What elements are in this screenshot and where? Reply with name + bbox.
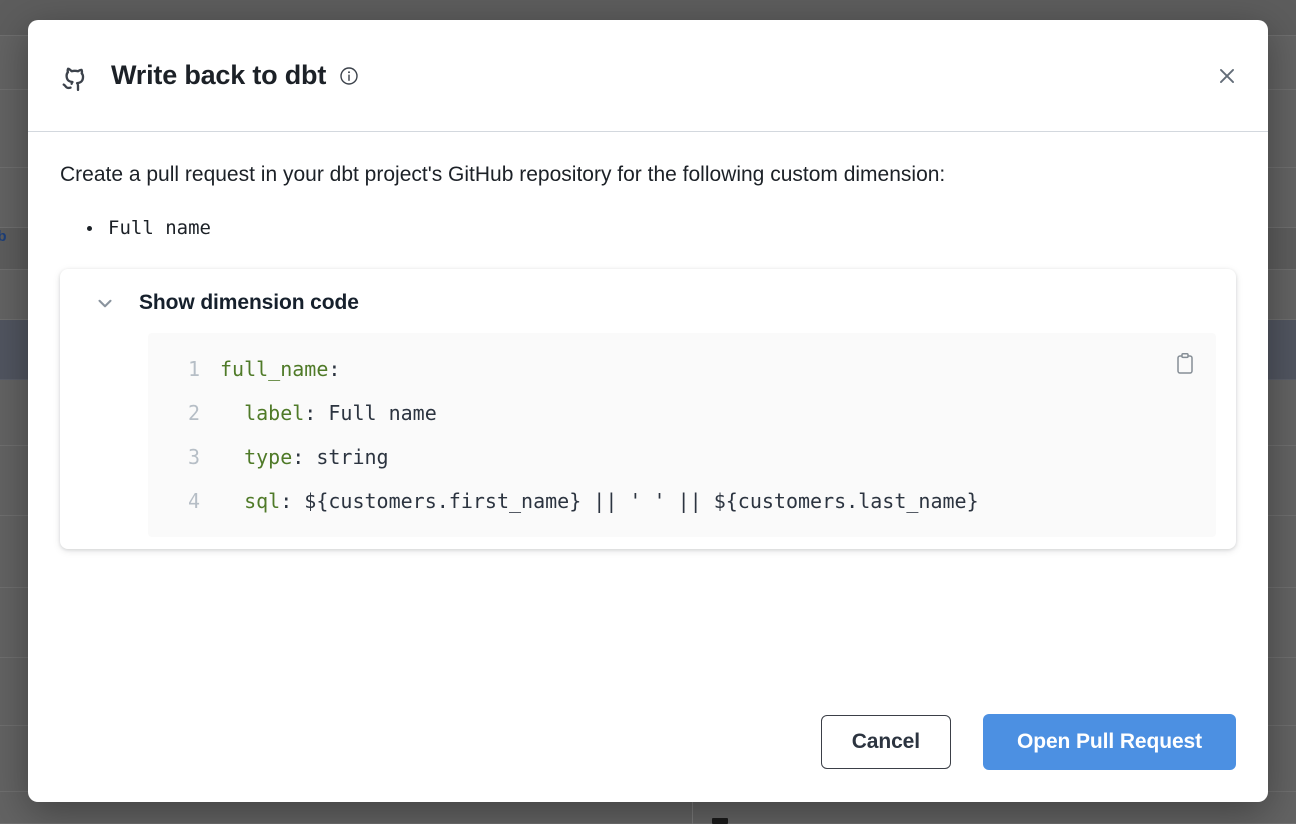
dialog-footer: Cancel Open Pull Request — [28, 682, 1268, 802]
open-pull-request-button[interactable]: Open Pull Request — [983, 714, 1236, 770]
line-number: 2 — [187, 401, 200, 426]
close-icon — [1220, 68, 1234, 83]
github-icon — [62, 67, 85, 91]
show-dimension-code-toggle[interactable]: Show dimension code — [70, 291, 1226, 315]
line-number: 3 — [187, 445, 200, 470]
background-divider — [692, 792, 693, 824]
cancel-button[interactable]: Cancel — [820, 715, 951, 769]
intro-text: Create a pull request in your dbt projec… — [60, 163, 946, 186]
dialog-body: Create a pull request in your dbt projec… — [28, 132, 1268, 550]
code-punctuation: : — [328, 357, 341, 382]
code-punctuation: : — [292, 445, 305, 470]
code-key: type — [220, 445, 293, 470]
close-button[interactable] — [1210, 59, 1244, 93]
code-line: 2 label: Full name — [148, 391, 1196, 435]
chevron-down-icon — [98, 299, 112, 308]
accordion-label: Show dimension code — [139, 291, 359, 315]
dimension-list-item: Full name — [87, 216, 1236, 241]
info-icon[interactable] — [339, 66, 359, 86]
code-key: label — [220, 401, 305, 426]
dialog-title: Write back to dbt — [111, 60, 327, 90]
dialog-header: Write back to dbt — [28, 20, 1268, 132]
code-punctuation: : — [304, 401, 317, 426]
code-line: 3 type: string — [148, 435, 1196, 479]
line-number: 4 — [187, 489, 200, 514]
background-link: d b — [0, 228, 7, 245]
code-key: sql — [220, 489, 281, 514]
code-value: Full name — [316, 401, 437, 426]
code-line: 4 sql: ${customers.first_name} || ' ' ||… — [148, 479, 1196, 523]
code-punctuation: : — [280, 489, 293, 514]
copy-code-button[interactable] — [1168, 347, 1202, 381]
code-value: ${customers.first_name} || ' ' || ${cust… — [292, 489, 979, 514]
line-number: 1 — [187, 357, 200, 382]
dimension-list: Full name — [60, 216, 1236, 241]
background-marker — [712, 818, 728, 824]
code-value: string — [304, 445, 389, 470]
code-key: full_name — [220, 357, 329, 382]
write-back-to-dbt-dialog: Write back to dbt Create a pull request … — [28, 20, 1268, 802]
clipboard-icon — [1177, 353, 1193, 374]
code-line: 1 full_name: — [148, 347, 1196, 391]
